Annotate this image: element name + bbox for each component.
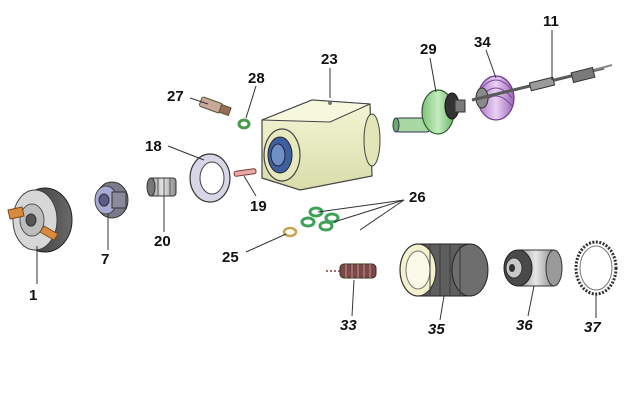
label-36: 36 bbox=[516, 317, 533, 334]
label-23: 23 bbox=[321, 51, 338, 68]
label-37: 37 bbox=[584, 319, 601, 336]
label-1: 1 bbox=[29, 287, 38, 304]
leader-18 bbox=[167, 145, 205, 161]
leader-35 bbox=[439, 295, 445, 321]
leader-33 bbox=[351, 279, 355, 317]
leader-26a bbox=[317, 199, 405, 213]
part-33-spring bbox=[326, 263, 377, 279]
part-25-washer bbox=[282, 226, 298, 238]
leader-19 bbox=[243, 175, 257, 197]
leader-34 bbox=[485, 49, 497, 79]
label-25: 25 bbox=[222, 249, 239, 266]
part-20-fitting bbox=[146, 177, 177, 197]
label-33: 33 bbox=[340, 317, 357, 334]
part-1-air-cap bbox=[7, 187, 73, 253]
label-29: 29 bbox=[420, 41, 437, 58]
label-26: 26 bbox=[409, 189, 426, 206]
part-34-spring bbox=[475, 75, 515, 121]
leader-27 bbox=[189, 97, 209, 105]
label-7: 7 bbox=[101, 251, 110, 268]
part-19-pin bbox=[233, 168, 257, 177]
part-23-body bbox=[261, 99, 381, 191]
label-20: 20 bbox=[154, 233, 171, 250]
part-7-nozzle bbox=[94, 181, 129, 219]
label-35: 35 bbox=[428, 321, 445, 338]
leader-lines bbox=[36, 30, 597, 321]
leader-29 bbox=[429, 57, 437, 93]
leader-25 bbox=[245, 233, 287, 253]
leader-28 bbox=[245, 85, 257, 119]
part-18-ring bbox=[189, 153, 231, 203]
part-26-o-rings bbox=[300, 206, 340, 232]
leader-26b bbox=[333, 199, 405, 223]
label-34: 34 bbox=[474, 34, 491, 51]
part-29-valve bbox=[392, 89, 466, 135]
part-28-o-ring bbox=[237, 118, 251, 130]
label-11: 11 bbox=[543, 13, 559, 30]
part-35-knurled-nut bbox=[399, 243, 489, 297]
part-37-wave-ring bbox=[574, 240, 618, 296]
label-27: 27 bbox=[167, 88, 184, 105]
label-19: 19 bbox=[250, 198, 267, 215]
leader-26c bbox=[359, 199, 405, 231]
label-18: 18 bbox=[145, 138, 162, 155]
label-28: 28 bbox=[248, 70, 265, 87]
part-11-needle bbox=[471, 64, 613, 102]
part-27-screw bbox=[199, 96, 232, 117]
leader-36 bbox=[527, 285, 535, 317]
part-36-adjuster bbox=[503, 249, 563, 287]
